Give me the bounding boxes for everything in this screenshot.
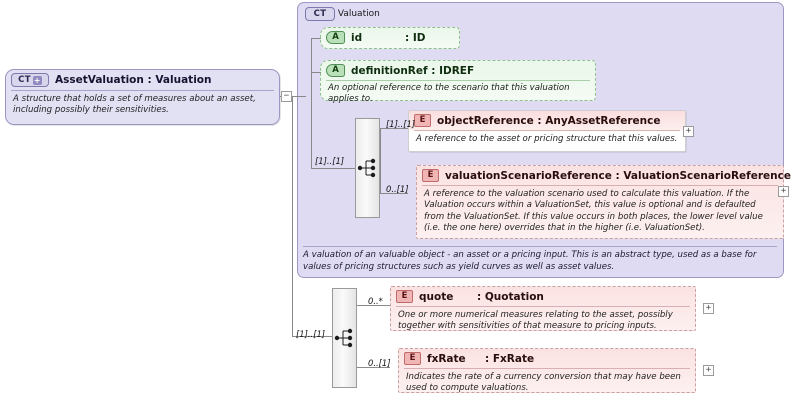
expand-toggle-valuationscenarioreference[interactable]: +: [778, 186, 789, 197]
element-valuationscenarioreference-documentation: A reference to the valuation scenario us…: [424, 189, 763, 234]
collapse-toggle-assetvaluation[interactable]: −: [281, 91, 292, 102]
element-valuationscenarioreference-header: E valuationScenarioReference : Valuation…: [417, 166, 791, 185]
attribute-definitionref-name: definitionRef : IDREF: [351, 64, 475, 77]
element-objectreference[interactable]: E objectReference : AnyAssetReference A …: [408, 110, 686, 152]
element-badge: E: [414, 114, 431, 127]
element-fxrate[interactable]: E fxRate : FxRate Indicates the rate of …: [398, 348, 696, 393]
sequence-icon: [334, 328, 352, 348]
cardinality-sequence-top: [1]..[1]: [315, 156, 345, 166]
connector-seq-bottom-fxrate: [357, 367, 390, 368]
attribute-id-type: : ID: [405, 31, 426, 44]
attribute-separator: [326, 80, 590, 81]
element-quote-documentation: One or more numerical measures relating …: [398, 310, 673, 332]
complextype-expand-badge[interactable]: CT+: [11, 73, 49, 87]
connector-seq-bottom-quote: [357, 305, 390, 306]
connector-attribute-definitionref: [311, 72, 321, 73]
attribute-id[interactable]: A id : ID: [320, 27, 460, 49]
cardinality-sequence-bottom: [1]..[1]: [296, 329, 326, 339]
element-objectreference-documentation: A reference to the asset or pricing stru…: [416, 134, 678, 144]
attribute-id-name: id: [351, 31, 363, 44]
expand-toggle-fxrate[interactable]: +: [703, 365, 714, 376]
connector-seq-top-objectreference: [380, 128, 408, 129]
attribute-badge: A: [326, 64, 345, 77]
element-separator: [414, 130, 680, 131]
cardinality-valuationscenarioreference: 0..[1]: [386, 184, 409, 194]
attribute-definitionref-header: A definitionRef : IDREF: [321, 61, 595, 80]
complextype-name: Valuation: [337, 8, 380, 19]
element-quote[interactable]: E quote : Quotation One or more numerica…: [390, 286, 696, 331]
complextype-header: CT Valuation: [298, 3, 783, 23]
connector-attribute-id: [311, 38, 321, 39]
connector-seq-top-valuationscenarioref: [380, 193, 408, 194]
element-fxrate-name: fxRate: [427, 352, 466, 365]
element-badge: E: [404, 352, 421, 365]
expand-toggle-quote[interactable]: +: [703, 303, 714, 314]
element-fxrate-documentation: Indicates the rate of a currency convers…: [406, 372, 681, 394]
connector-to-sequence-top: [311, 168, 355, 169]
attribute-badge: A: [326, 31, 345, 44]
element-fxrate-type: : FxRate: [485, 352, 535, 365]
root-element-assetvaluation[interactable]: CT+ AssetValuation : Valuation A structu…: [5, 69, 280, 125]
element-objectreference-header: E objectReference : AnyAssetReference: [409, 111, 685, 130]
connector-seq-top-branch: [380, 128, 381, 194]
connector-root-to-container: [292, 96, 306, 97]
element-objectreference-name: objectReference : AnyAssetReference: [437, 114, 661, 127]
element-valuationscenarioreference-name: valuationScenarioReference : ValuationSc…: [445, 169, 791, 182]
complextype-badge: CT: [305, 7, 335, 21]
sequence-compositor-bottom[interactable]: [332, 288, 357, 388]
element-separator: [404, 368, 690, 369]
element-separator: [422, 185, 778, 186]
complextype-documentation: A valuation of an valuable object - an a…: [303, 246, 777, 273]
root-documentation: A structure that holds a set of measures…: [13, 94, 256, 116]
element-separator: [396, 306, 690, 307]
element-badge: E: [422, 169, 439, 182]
element-quote-name: quote: [419, 290, 454, 303]
connector-root-vertical: [292, 96, 293, 336]
expand-toggle-objectreference[interactable]: +: [683, 126, 694, 137]
connector-attributes-vertical: [311, 38, 312, 168]
root-separator: [11, 90, 274, 91]
cardinality-objectreference: [1]..[1]: [386, 119, 416, 129]
attribute-definitionref-documentation: An optional reference to the scenario th…: [328, 83, 570, 105]
sequence-compositor-top[interactable]: [355, 118, 380, 218]
root-name: AssetValuation : Valuation: [55, 74, 212, 86]
plus-icon: +: [32, 75, 42, 85]
root-header: CT+ AssetValuation : Valuation: [6, 70, 279, 90]
element-badge: E: [396, 290, 413, 303]
attribute-definitionref[interactable]: A definitionRef : IDREF An optional refe…: [320, 60, 596, 104]
cardinality-fxrate: 0..[1]: [368, 358, 391, 368]
attribute-id-header: A id : ID: [321, 28, 459, 47]
element-quote-header: E quote : Quotation: [391, 287, 695, 306]
cardinality-quote: 0..*: [368, 296, 383, 306]
connector-root-to-bottom-seq: [292, 336, 332, 337]
element-fxrate-header: E fxRate : FxRate: [399, 349, 695, 368]
element-valuationscenarioreference[interactable]: E valuationScenarioReference : Valuation…: [416, 165, 791, 239]
sequence-icon: [357, 158, 375, 178]
element-quote-type: : Quotation: [477, 290, 544, 303]
